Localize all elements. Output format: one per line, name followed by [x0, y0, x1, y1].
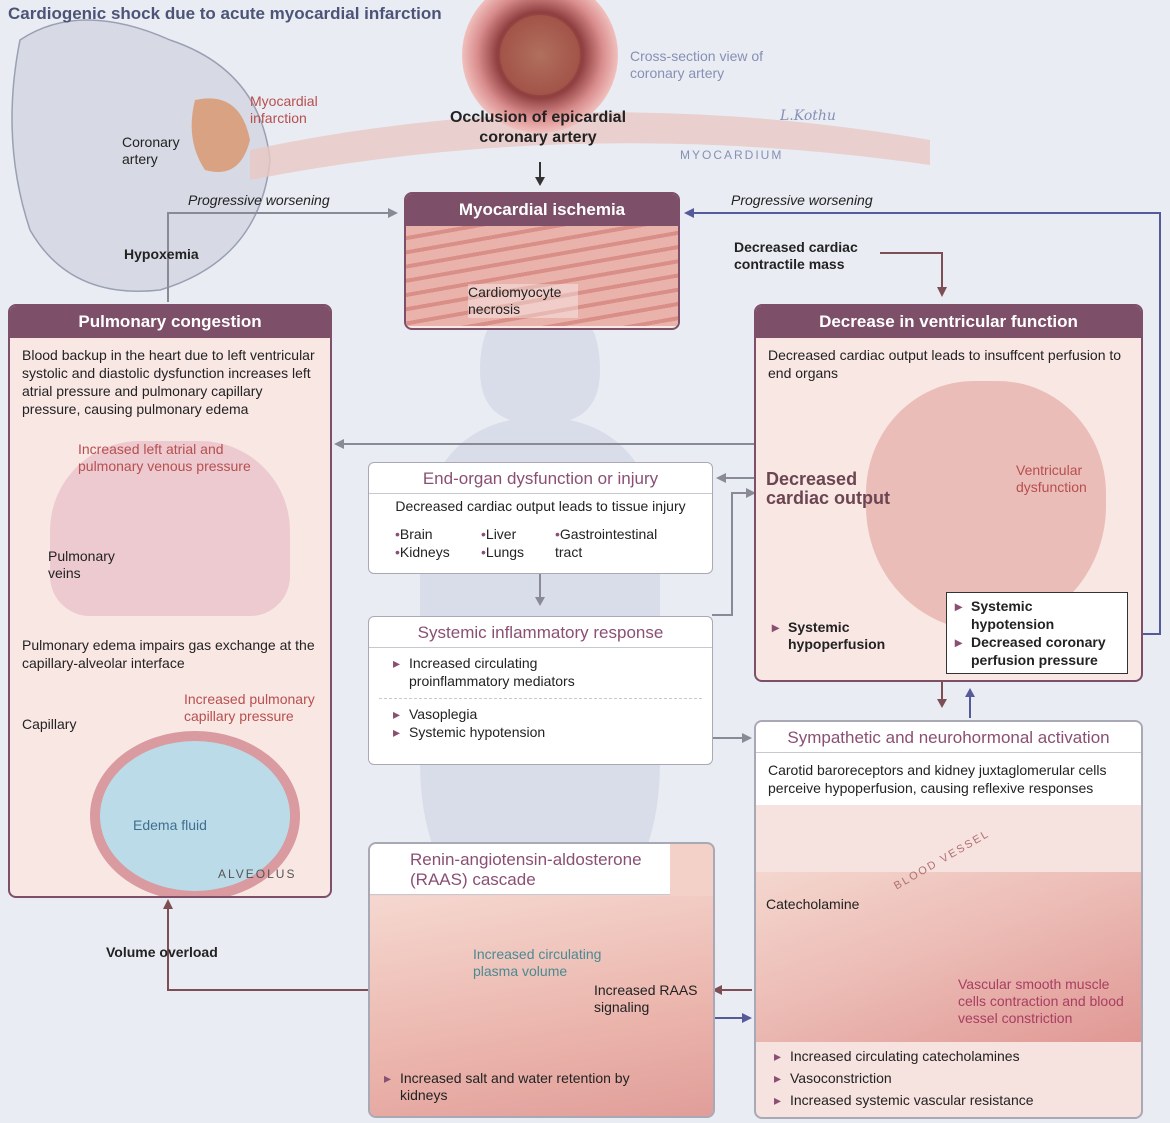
ventricular-dysfunction-label: Ventricular dysfunction: [1016, 462, 1087, 495]
infarct-area: [191, 98, 250, 172]
pulmonary-text: Blood backup in the heart due to left ve…: [22, 347, 315, 417]
retention-item: Increased salt and water retention by ki…: [384, 1070, 654, 1104]
hypotension-item: Systemic hypotension: [955, 597, 1119, 633]
ischemia-head: Myocardial ischemia: [406, 194, 678, 226]
end-organ-text: Decreased cardiac output leads to tissue…: [395, 498, 686, 514]
signature: L.Kothu: [780, 108, 836, 124]
volume-overload-label: Volume overload: [106, 944, 218, 960]
organ-liver: Liver: [481, 525, 524, 543]
myocardial-infarction-label: Myocardial infarction: [250, 93, 318, 126]
resistance-item: Increased systemic vascular resistance: [774, 1089, 1129, 1111]
vasoplegia-item: Vasoplegia: [393, 705, 688, 723]
page-title: Cardiogenic shock due to acute myocardia…: [8, 4, 442, 23]
ischemia-panel: Myocardial ischemia: [404, 192, 680, 330]
capillary-pressure-label: Increased pulmonary capillary pressure: [184, 691, 315, 724]
hypotension-box: Systemic hypotension Decreased coronary …: [946, 592, 1128, 674]
vessel-illustration: [756, 872, 1141, 1042]
heart-cutaway: [866, 381, 1106, 631]
flow-arrows: [163, 162, 1161, 1023]
vasoconstriction-item: Vasoconstriction: [774, 1067, 1129, 1089]
end-organ-box: End-organ dysfunction or injury Decrease…: [368, 462, 713, 574]
sympathetic-list: Increased circulating catecholamines Vas…: [774, 1045, 1129, 1111]
end-organ-head: End-organ dysfunction or injury: [369, 463, 712, 494]
decreased-mass-label: Decreased cardiac contractile mass: [734, 239, 858, 272]
organ-gi: Gastrointestinal tract: [555, 525, 680, 561]
inflammatory-list-2: Vasoplegia Systemic hypotension: [369, 699, 712, 747]
heart-illustration: [11, 19, 271, 292]
organ-brain: Brain: [395, 525, 450, 543]
alveolus-label: ALVEOLUS: [218, 867, 297, 881]
pulmonary-veins-label: Pulmonary veins: [48, 548, 115, 581]
inflammatory-item: Increased circulating proinflammatory me…: [393, 654, 639, 690]
edema-text: Pulmonary edema impairs gas exchange at …: [22, 637, 315, 671]
progressive-worsening-left: Progressive worsening: [188, 192, 330, 208]
vsmc-label: Vascular smooth muscle cells contraction…: [958, 976, 1124, 1026]
ventricular-text: Decreased cardiac output leads to insuff…: [768, 347, 1122, 381]
cross-section-label: Cross-section view of coronary artery: [630, 48, 764, 81]
inflammatory-box: Systemic inflammatory response Increased…: [368, 616, 713, 765]
muscle-fibers: [406, 226, 678, 326]
sympathetic-text: Carotid baroreceptors and kidney juxtagl…: [756, 753, 1141, 805]
systemic-hypoperfusion-item: Systemic hypoperfusion: [772, 619, 897, 653]
systemic-hypoperfusion-label: Systemic hypoperfusion: [772, 619, 897, 653]
myocardium-band: [250, 112, 930, 180]
pulmonary-panel: Pulmonary congestion Blood backup in the…: [8, 304, 332, 898]
systemic-hypotension-item: Systemic hypotension: [393, 723, 688, 741]
retention-label: Increased salt and water retention by ki…: [384, 1070, 654, 1104]
hypoxemia-label: Hypoxemia: [124, 246, 199, 262]
coronary-artery-label: Coronary artery: [122, 134, 180, 167]
catecholamines-item: Increased circulating catecholamines: [774, 1045, 1129, 1067]
progressive-worsening-right: Progressive worsening: [731, 192, 873, 208]
organ-kidneys: Kidneys: [395, 543, 450, 561]
inflammatory-head: Systemic inflammatory response: [369, 617, 712, 648]
coronary-perfusion-item: Decreased coronary perfusion pressure: [955, 633, 1119, 669]
atrial-pressure-label: Increased left atrial and pulmonary veno…: [78, 441, 251, 474]
raas-signaling-label: Increased RAAS signaling: [594, 982, 698, 1015]
alveolus-illustration: [90, 731, 300, 896]
sympathetic-head: Sympathetic and neurohormonal activation: [756, 722, 1141, 753]
capillary-label: Capillary: [22, 716, 77, 732]
occlusion-label: Occlusion of epicardial coronary artery: [449, 109, 627, 146]
plasma-volume-label: Increased circulating plasma volume: [473, 946, 602, 979]
necrosis-label: Cardiomyocyte necrosis: [468, 284, 578, 318]
myocardium-label: MYOCARDIUM: [680, 148, 784, 162]
pulmonary-head: Pulmonary congestion: [10, 306, 330, 338]
lung-illustration: [50, 441, 290, 616]
catecholamine-label: Catecholamine: [766, 896, 860, 912]
sympathetic-panel: Sympathetic and neurohormonal activation…: [754, 720, 1143, 1119]
decreased-output-label: Decreased cardiac output: [766, 469, 891, 508]
edema-fluid-label: Edema fluid: [133, 817, 207, 833]
inflammatory-list-1: Increased circulating proinflammatory me…: [379, 648, 702, 699]
ventricular-head: Decrease in ventricular function: [756, 306, 1141, 338]
organ-lungs: Lungs: [481, 543, 524, 561]
raas-head: Renin-angiotensin-aldosterone (RAAS) cas…: [370, 844, 670, 895]
